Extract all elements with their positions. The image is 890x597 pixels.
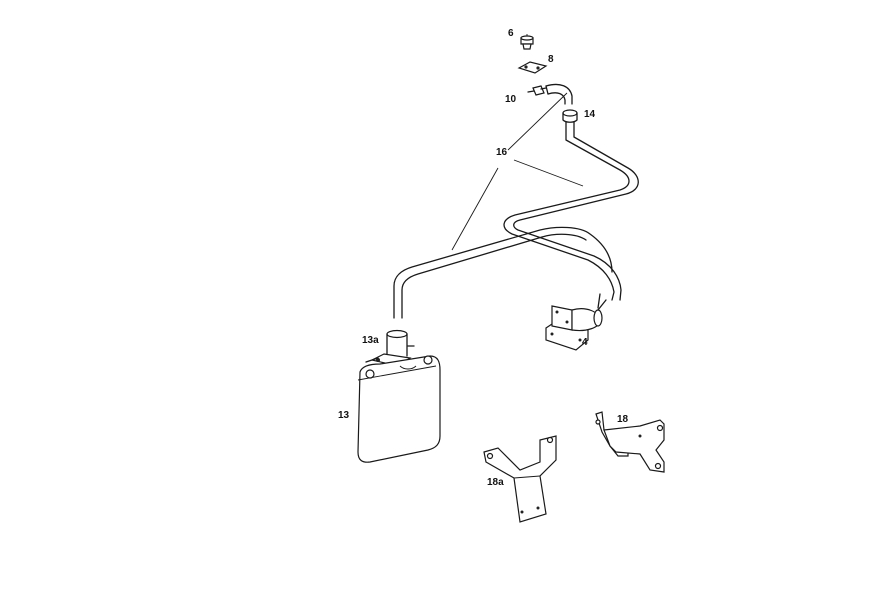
part-16-hose xyxy=(393,121,639,319)
label-part-13: 13 xyxy=(338,410,350,421)
part-18-bracket xyxy=(595,411,665,473)
leader-lines-16 xyxy=(451,92,584,251)
part-10-fitting xyxy=(527,85,547,96)
label-part-10: 10 xyxy=(505,94,517,105)
upper-elbow-hose xyxy=(545,83,573,105)
part-4-pump xyxy=(545,299,607,351)
label-part-18: 18 xyxy=(617,414,629,425)
label-part-14: 14 xyxy=(584,109,596,120)
label-part-6: 6 xyxy=(508,28,514,39)
label-part-13a: 13a xyxy=(362,335,379,346)
label-part-8: 8 xyxy=(548,54,554,65)
label-part-18a: 18a xyxy=(487,477,504,488)
part-6-cap xyxy=(520,34,534,50)
label-part-4: 4 xyxy=(582,337,588,348)
part-13-reservoir xyxy=(357,355,441,463)
part-8-plate xyxy=(517,61,548,74)
part-14-grommet xyxy=(562,109,578,123)
part-18a-bracket xyxy=(483,435,557,523)
label-part-16: 16 xyxy=(496,147,508,158)
